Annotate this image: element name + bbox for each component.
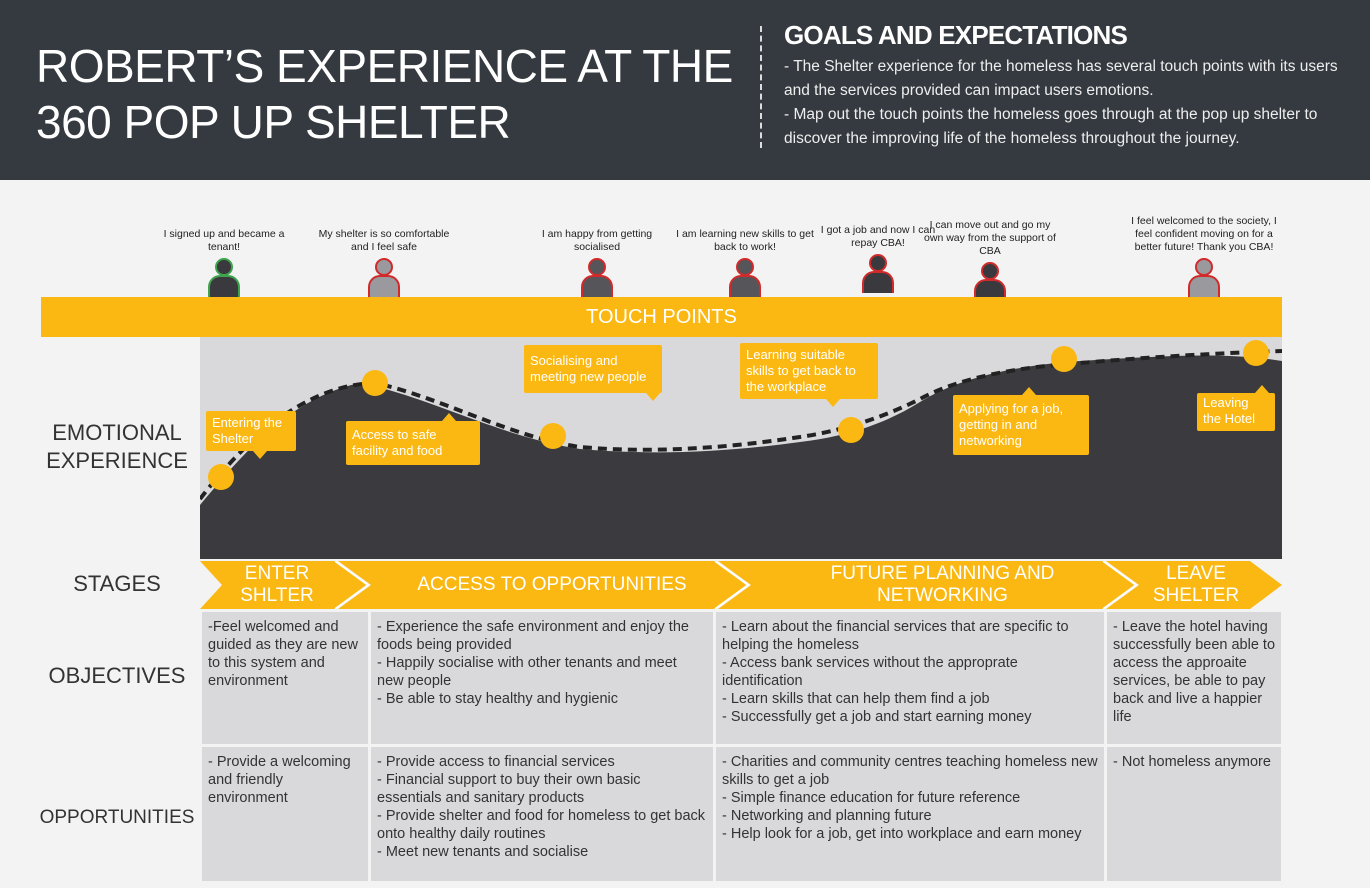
objectives-label: OBJECTIVES: [48, 663, 186, 688]
person-icon: [204, 258, 244, 300]
touch-point-marker: [1051, 346, 1077, 372]
persona-1: I signed up and became a tenant!: [154, 210, 294, 300]
opportunity-cell: - Not homeless anymore: [1107, 747, 1281, 881]
touch-point-label: Socialising and meeting new people: [524, 345, 662, 401]
opportunities-label: OPPORTUNITIES: [39, 807, 195, 828]
objective-cell: - Leave the hotel having successfully be…: [1107, 612, 1281, 744]
person-icon: [970, 262, 1010, 304]
persona-quote: My shelter is so comfortable and I feel …: [318, 228, 450, 253]
stage-access-to-opportunities: ACCESS TO OPPORTUNITIES: [417, 574, 687, 595]
persona-quote: I got a job and now I can repay CBA!: [820, 224, 936, 249]
touch-point-marker: [1243, 340, 1269, 366]
persona-quote: I am learning new skills to get back to …: [676, 228, 814, 253]
objective-cell: -Feel welcomed and guided as they are ne…: [202, 612, 368, 744]
opportunity-cell: - Provide a welcoming and friendly envir…: [202, 747, 368, 881]
opportunity-cell: - Charities and community centres teachi…: [716, 747, 1104, 881]
persona-quote: I am happy from getting socialised: [541, 228, 653, 253]
touch-point-label: Learning suitable skills to get back to …: [740, 343, 878, 407]
stage-enter-shelter: ENTER SHLTER: [240, 563, 314, 606]
touch-point-label: Applying for a job, getting in and netwo…: [953, 387, 1089, 455]
objective-cell: - Learn about the financial services tha…: [716, 612, 1104, 744]
person-icon: [364, 258, 404, 300]
person-icon: [858, 254, 898, 296]
header-divider: [760, 26, 762, 148]
touch-point-marker: [362, 370, 388, 396]
stage-arrows: [200, 561, 1282, 609]
emotional-experience-chart: Entering the Shelter Access to safe faci…: [200, 337, 1282, 559]
emotion-dashed-line: [200, 349, 1282, 501]
persona-6: I can move out and go my own way from th…: [920, 214, 1060, 304]
persona-5: I got a job and now I can repay CBA!: [808, 206, 948, 296]
goals-description: - The Shelter experience for the homeles…: [784, 58, 1338, 147]
header: ROBERT’S EXPERIENCE AT THE 360 POP UP SH…: [0, 0, 1370, 180]
persona-2: My shelter is so comfortable and I feel …: [314, 210, 454, 300]
person-icon: [725, 258, 765, 300]
stages-label: STAGES: [73, 571, 161, 596]
persona-quote: I can move out and go my own way from th…: [924, 219, 1056, 257]
touch-points-bar: TOUCH POINTS: [41, 297, 1282, 337]
persona-quote: I signed up and became a tenant!: [163, 228, 285, 253]
page-title: ROBERT’S EXPERIENCE AT THE 360 POP UP SH…: [36, 40, 733, 148]
emotional-experience-label: EMOTIONAL EXPERIENCE: [46, 420, 188, 473]
opportunity-cell: - Provide access to financial services -…: [371, 747, 713, 881]
touch-point-label: Entering the Shelter: [206, 411, 296, 459]
touch-point-label: Access to safe facility and food: [346, 413, 480, 465]
objective-cell: - Experience the safe environment and en…: [371, 612, 713, 744]
touch-point-marker: [838, 417, 864, 443]
person-icon: [1184, 258, 1224, 300]
stage-future-planning: FUTURE PLANNING AND NETWORKING: [830, 563, 1055, 606]
touch-point-label: Leaving the Hotel: [1197, 385, 1275, 431]
persona-3: I am happy from getting socialised: [527, 210, 667, 300]
persona-quote: I feel welcomed to the society, I feel c…: [1131, 215, 1277, 253]
persona-4: I am learning new skills to get back to …: [675, 210, 815, 300]
touch-point-marker: [208, 464, 234, 490]
goals-title: GOALS AND EXPECTATIONS: [784, 20, 1128, 50]
stages-row: ENTER SHLTER ACCESS TO OPPORTUNITIES FUT…: [200, 561, 1285, 609]
persona-7: I feel welcomed to the society, I feel c…: [1124, 210, 1284, 300]
touch-point-marker: [540, 423, 566, 449]
person-icon: [577, 258, 617, 300]
stage-leave-shelter: LEAVE SHELTER: [1152, 563, 1240, 606]
